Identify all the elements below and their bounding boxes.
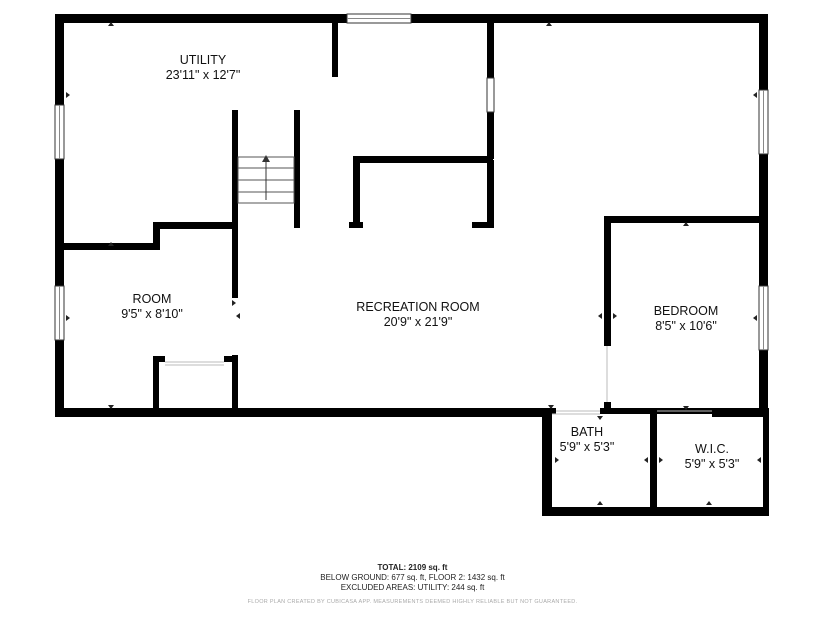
bedroom-name: BEDROOM	[654, 304, 719, 318]
wall-utility-cutout-foot	[349, 222, 363, 228]
wall-room-top	[64, 243, 160, 250]
wall-left	[55, 14, 64, 417]
wall-stair-right	[294, 110, 300, 228]
dimension-ticks	[66, 22, 761, 505]
room-name: ROOM	[133, 292, 172, 306]
wall-bath-top-left	[542, 408, 556, 414]
wall-bedroom-left-lower	[604, 402, 611, 414]
wall-bath-left	[542, 408, 552, 516]
wic-dims: 5'9" x 5'3"	[685, 457, 740, 471]
bedroom-dims: 8'5" x 10'6"	[655, 319, 717, 333]
wall-bedroom-left	[604, 216, 611, 346]
excluded-areas: EXCLUDED AREAS: UTILITY: 244 sq. ft	[340, 583, 485, 592]
wall-right	[759, 14, 768, 417]
windows	[54, 13, 769, 351]
walls	[55, 14, 769, 516]
bath-name: BATH	[571, 425, 603, 439]
total-area: TOTAL: 2109 sq. ft	[377, 563, 448, 572]
wall-stair-left	[232, 110, 238, 298]
wall-room-right-lower	[232, 355, 238, 413]
wall-utility-stub	[332, 23, 338, 77]
window-utility-interior	[486, 77, 495, 113]
room-dims: 9'5" x 8'10"	[121, 307, 183, 321]
bath-dims: 5'9" x 5'3"	[560, 440, 615, 454]
area-breakdown: BELOW GROUND: 677 sq. ft, FLOOR 2: 1432 …	[320, 573, 505, 582]
openings	[165, 346, 712, 415]
stairs-arrow-head-icon	[262, 155, 270, 162]
stairs	[237, 155, 295, 204]
utility-room-name: UTILITY	[180, 53, 227, 67]
wall-closet-top-left	[153, 356, 165, 362]
wall-utility-right-lower	[487, 160, 494, 228]
wall-utility-cutout-bottom	[472, 222, 494, 228]
wall-closet-left	[153, 356, 159, 412]
wall-utility-cutout-top	[353, 156, 493, 163]
wall-bath-wic-divider	[650, 408, 657, 516]
recreation-room-dims: 20'9" x 21'9"	[384, 315, 453, 329]
wall-room-top-right	[153, 222, 238, 229]
wall-bottom	[55, 408, 552, 417]
recreation-room-name: RECREATION ROOM	[356, 300, 479, 314]
wall-wic-right	[763, 408, 769, 516]
room-labels: UTILITY 23'11" x 12'7" ROOM 9'5" x 8'10"…	[121, 53, 739, 471]
wall-bottom-right	[712, 408, 768, 417]
wic-name: W.I.C.	[695, 442, 729, 456]
wall-closet-top-right	[224, 356, 238, 362]
wall-room-step	[153, 222, 160, 250]
wall-utility-cutout-left	[353, 156, 360, 228]
wall-bedroom-top	[604, 216, 764, 223]
disclaimer: FLOOR PLAN CREATED BY CUBICASA APP. MEAS…	[247, 599, 578, 605]
utility-room-dims: 23'11" x 12'7"	[166, 68, 241, 82]
